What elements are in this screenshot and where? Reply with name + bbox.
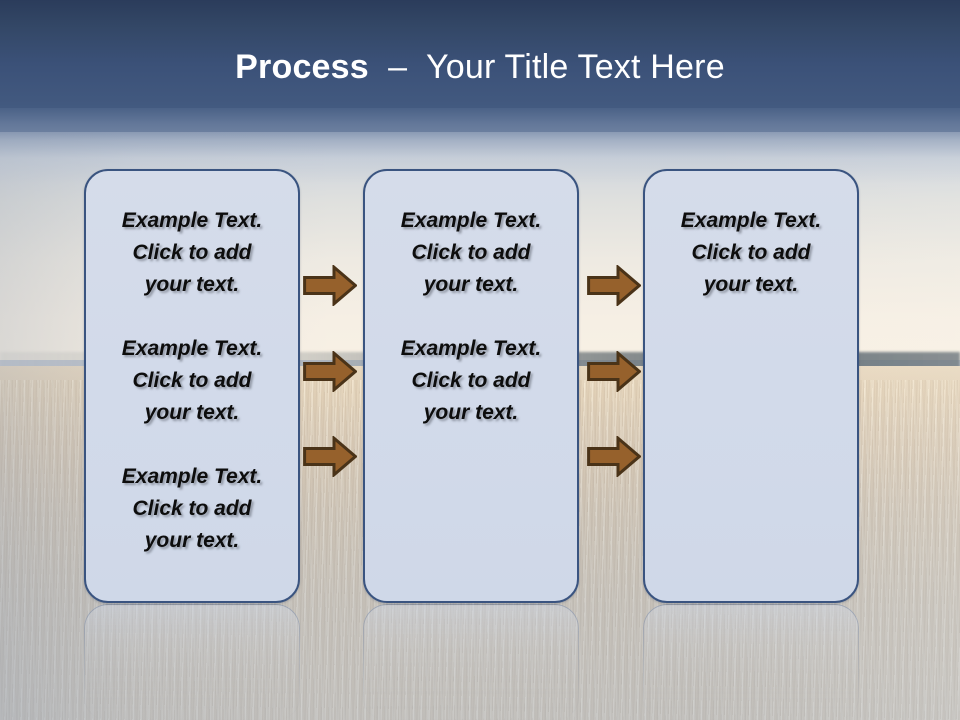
process-text-block[interactable]: Example Text. Click to add your text. <box>680 209 822 296</box>
right-arrow-icon[interactable] <box>587 436 641 477</box>
process-box-stage-3[interactable]: Example Text. Click to add your text. <box>643 169 859 603</box>
process-text-block[interactable]: Example Text. Click to add your text. <box>121 465 263 552</box>
process-box-stage-1-text: Example Text. Click to add your text. Ex… <box>86 171 298 557</box>
right-arrow-icon[interactable] <box>587 265 641 306</box>
right-arrow-icon[interactable] <box>303 265 357 306</box>
page-title-bold: Process <box>235 48 369 86</box>
process-text-block[interactable]: Example Text. Click to add your text. <box>400 337 542 424</box>
process-box-stage-3-text: Example Text. Click to add your text. <box>645 171 857 301</box>
page-title-rest: – Your Title Text Here <box>368 48 725 86</box>
page-title: Process – Your Title Text Here <box>0 47 960 87</box>
reflection-stage-3 <box>643 604 859 720</box>
process-box-stage-1[interactable]: Example Text. Click to add your text. Ex… <box>84 169 300 603</box>
process-box-stage-2-text: Example Text. Click to add your text. Ex… <box>365 171 577 429</box>
process-text-block[interactable]: Example Text. Click to add your text. <box>400 209 542 296</box>
right-arrow-icon[interactable] <box>587 351 641 392</box>
reflection-stage-2 <box>363 604 579 720</box>
process-box-stage-2[interactable]: Example Text. Click to add your text. Ex… <box>363 169 579 603</box>
reflection-stage-1 <box>84 604 300 720</box>
right-arrow-icon[interactable] <box>303 351 357 392</box>
process-text-block[interactable]: Example Text. Click to add your text. <box>121 337 263 424</box>
right-arrow-icon[interactable] <box>303 436 357 477</box>
process-text-block[interactable]: Example Text. Click to add your text. <box>121 209 263 296</box>
